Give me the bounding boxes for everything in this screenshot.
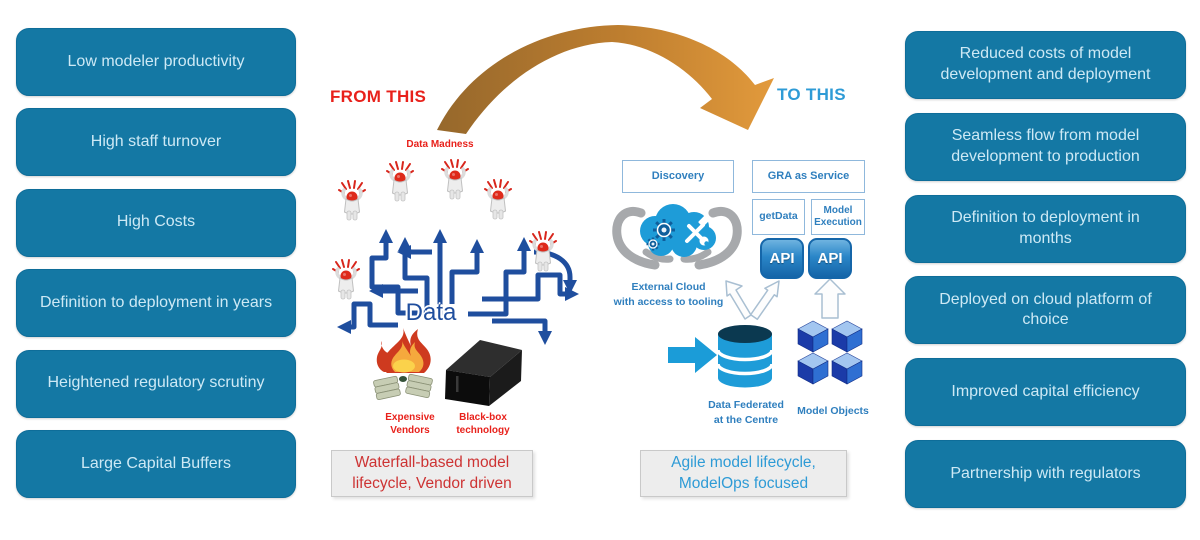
benefit-box: Improved capital efficiency (905, 358, 1186, 427)
gra-as-service-box: GRA as Service (752, 160, 865, 193)
tools-icon (685, 215, 710, 246)
black-box-label: Black-box technology (438, 411, 528, 437)
benefit-box: Seamless flow from model development to … (905, 112, 1186, 181)
external-cloud-line2: with access to tooling (613, 296, 724, 309)
benefit-box: Deployed on cloud platform of choice (905, 276, 1186, 345)
agile-caption-line1: Agile model lifecycle, (671, 453, 816, 471)
fire-icon (376, 328, 431, 373)
benefit-box: Definition to deployment in months (905, 194, 1186, 263)
screaming-person-icons (331, 158, 558, 301)
from-this-heading: FROM THIS (330, 87, 427, 106)
to-this-heading: TO THIS (777, 85, 846, 104)
agile-caption: Agile model lifecycle, ModelOps focused (640, 450, 847, 497)
pain-point-box: High Costs (16, 188, 296, 257)
pain-point-box: Large Capital Buffers (16, 429, 296, 498)
agile-caption-line2: ModelOps focused (678, 474, 809, 492)
model-execution-box: Model Execution (811, 199, 865, 235)
transform-arrow-icon (437, 25, 774, 134)
black-box-icon (445, 340, 522, 406)
pain-point-box: Low modeler productivity (16, 28, 296, 96)
black-box-line1: Black-box (459, 412, 507, 423)
gear-icon (646, 219, 675, 251)
expensive-vendors-line1: Expensive (385, 412, 435, 423)
model-cubes-icon (797, 320, 863, 385)
waterfall-caption: Waterfall-based model lifecycle, Vendor … (331, 450, 533, 497)
data-federated-label: Data Federated at the Centre (700, 398, 792, 428)
cloud-icon (640, 204, 716, 257)
database-icon (716, 325, 774, 388)
api-badge: API (760, 238, 804, 279)
expensive-vendors-line2: Vendors (390, 425, 430, 436)
external-cloud-line1: External Cloud (631, 281, 706, 293)
getdata-box: getData (752, 199, 805, 235)
data-federated-line2: at the Centre (713, 414, 779, 427)
waterfall-caption-line1: Waterfall-based model (354, 453, 510, 471)
black-box-line2: technology (456, 425, 510, 436)
api-badge: API (808, 238, 852, 279)
money-icon (373, 373, 433, 401)
expensive-vendors-label: Expensive Vendors (366, 411, 454, 437)
upload-arrow-icons (725, 278, 846, 321)
hands-icon (612, 207, 742, 270)
pain-point-box: Heightened regulatory scrutiny (16, 349, 296, 418)
pain-point-box: Definition to deployment in years (16, 269, 296, 338)
data-word-label: Data (405, 299, 457, 326)
pain-points-column: Low modeler productivity High staff turn… (16, 28, 296, 498)
pain-point-box: High staff turnover (16, 108, 296, 177)
external-cloud-label: External Cloud with access to tooling (606, 280, 731, 310)
benefits-column: Reduced costs of model development and d… (905, 31, 1186, 508)
discovery-box: Discovery (622, 160, 734, 193)
data-madness-label: Data Madness (406, 139, 474, 150)
model-objects-label: Model Objects (797, 405, 869, 417)
right-arrow-icon (668, 337, 717, 373)
waterfall-caption-line2: lifecycle, Vendor driven (352, 474, 512, 492)
data-federated-line1: Data Federated (708, 399, 784, 411)
benefit-box: Reduced costs of model development and d… (905, 31, 1186, 99)
benefit-box: Partnership with regulators (905, 439, 1186, 508)
